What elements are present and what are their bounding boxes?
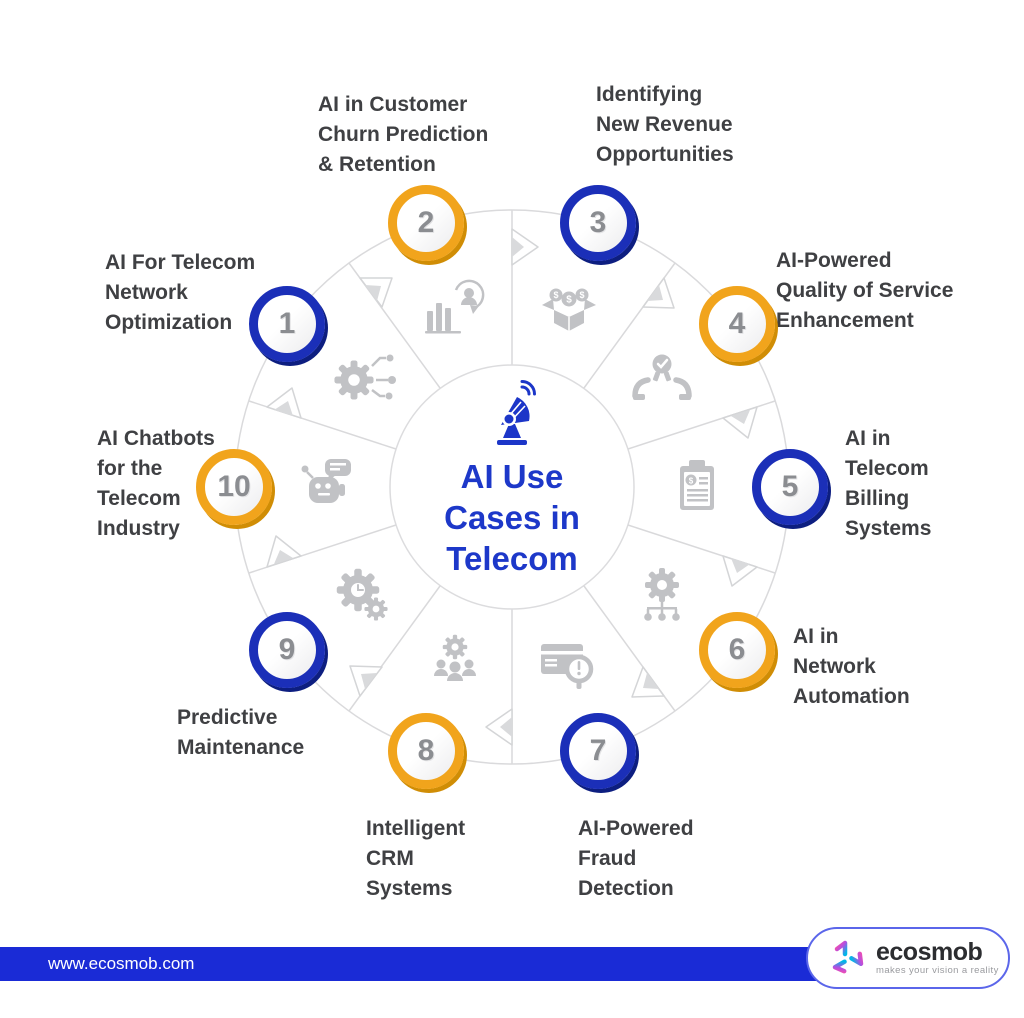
ecosmob-logo-icon <box>832 940 864 974</box>
fraud-detection-magnifier-icon <box>541 644 594 689</box>
brand-pill: ecosmob makes your vision a reality <box>806 927 1010 989</box>
use-case-label-5: AI in Telecom Billing Systems <box>845 427 932 540</box>
use-case-badge-2: 2 <box>388 185 464 261</box>
predictive-maintenance-gears-clock-icon <box>336 568 388 621</box>
badge-number: 6 <box>728 633 746 666</box>
network-automation-gear-icon <box>644 568 680 621</box>
churn-chart-person-icon <box>425 279 485 334</box>
use-case-badge-9: 9 <box>249 612 325 688</box>
svg-text:$: $ <box>579 290 584 300</box>
badge-number: 5 <box>781 470 799 503</box>
badge-number: 7 <box>589 734 607 767</box>
footer-bar <box>0 947 846 981</box>
chatbot-robot-icon <box>301 459 351 503</box>
use-case-badge-4: 4 <box>699 286 775 362</box>
revenue-box-coins-icon: $ $ $ <box>542 288 596 331</box>
use-case-label-10: AI Chatbots for the Telecom Industry <box>97 427 215 540</box>
use-case-label-4: AI-Powered Quality of Service Enhancemen… <box>776 249 954 332</box>
brand-tagline: makes your vision a reality <box>876 965 999 976</box>
badge-number: 1 <box>278 307 296 340</box>
svg-text:$: $ <box>553 290 558 300</box>
crm-people-gear-icon <box>434 634 476 681</box>
use-case-badge-1: 1 <box>249 286 325 362</box>
use-case-label-9: Predictive Maintenance <box>177 706 305 759</box>
badge-number: 8 <box>417 734 435 767</box>
footer-website: www.ecosmob.com <box>48 954 195 973</box>
satellite-dish-icon <box>497 380 536 445</box>
center-hub-circle <box>389 364 635 610</box>
use-case-label-8: Intelligent CRM Systems <box>366 817 466 900</box>
svg-text:$: $ <box>566 295 572 306</box>
network-optimization-gear-icon <box>334 354 396 400</box>
use-case-label-6: AI in Network Automation <box>793 625 910 708</box>
use-case-label-1: AI For Telecom Network Optimization <box>105 251 256 334</box>
brand-block: ecosmob makes your vision a reality <box>876 938 999 977</box>
billing-clipboard-icon: $ <box>680 460 714 510</box>
badge-number: 2 <box>417 206 435 239</box>
badge-number: 9 <box>278 633 296 666</box>
use-case-badge-5: 5 <box>752 449 828 525</box>
use-case-badge-7: 7 <box>560 713 636 789</box>
use-case-label-3: Identifying New Revenue Opportunities <box>596 83 734 166</box>
use-case-badge-10: 10 <box>196 449 272 525</box>
brand-name: ecosmob <box>876 938 983 966</box>
use-case-badge-8: 8 <box>388 713 464 789</box>
badge-number: 10 <box>217 470 251 503</box>
use-case-label-7: AI-Powered Fraud Detection <box>578 817 694 900</box>
quality-medal-hands-icon <box>632 354 692 400</box>
use-case-badge-3: 3 <box>560 185 636 261</box>
svg-text:$: $ <box>689 477 694 486</box>
flow-chevrons <box>266 228 758 746</box>
badge-number: 4 <box>728 307 746 340</box>
use-case-label-2: AI in Customer Churn Prediction & Retent… <box>318 93 489 176</box>
use-case-badge-6: 6 <box>699 612 775 688</box>
center-title: AI Use Cases in Telecom <box>444 458 580 577</box>
badge-number: 3 <box>589 206 607 239</box>
